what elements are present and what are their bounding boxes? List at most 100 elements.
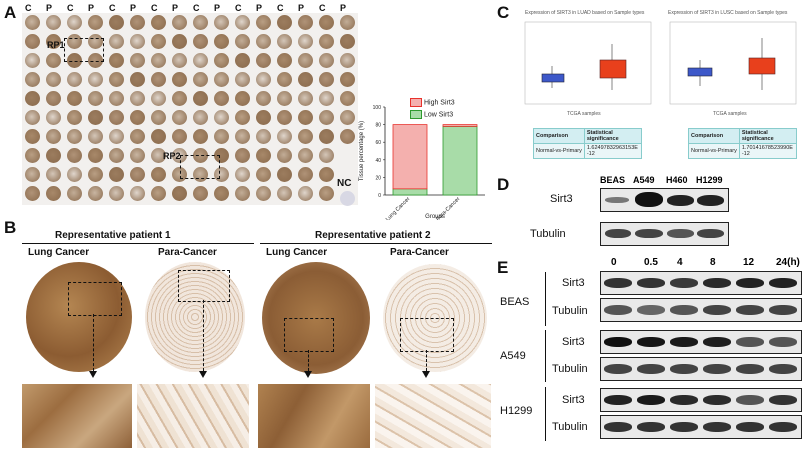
- e-a549-tubulin: Tubulin: [552, 363, 588, 375]
- e-blot-h1299-tubulin: [600, 415, 802, 439]
- d-row-sirt3: Sirt3: [550, 193, 573, 205]
- e-band: [703, 395, 731, 405]
- e-bracket-a549: [545, 330, 546, 382]
- e-blot-h1299-sirt3: [600, 388, 802, 412]
- p2-para-box: [400, 318, 454, 352]
- d-band-tub-4: [697, 229, 724, 238]
- bar-low-0: [392, 188, 428, 196]
- tma-core: [235, 72, 250, 87]
- bar-low-1: [442, 125, 478, 196]
- tma-core: [214, 148, 229, 163]
- tma-core: [172, 72, 187, 87]
- tma-core: [277, 91, 292, 106]
- tma-core: [277, 72, 292, 87]
- tma-core: [277, 34, 292, 49]
- tma-core: [88, 129, 103, 144]
- tma-core: [340, 34, 355, 49]
- tma-core: [151, 167, 166, 182]
- tma-column-label: P: [340, 3, 347, 13]
- e-blot-beas-tubulin: [600, 298, 802, 322]
- tma-core: [151, 148, 166, 163]
- tma-core: [130, 91, 145, 106]
- tma-core: [130, 186, 145, 201]
- tma-core: [25, 186, 40, 201]
- p1-lung-core: [22, 260, 132, 380]
- legend-text-high: High Sirt3: [423, 99, 455, 107]
- y-axis-label: Tissue percentage (%): [359, 121, 365, 181]
- tma-core: [67, 34, 82, 49]
- rp2-label: RP2: [163, 151, 181, 161]
- e-band: [670, 364, 698, 374]
- tma-core: [25, 15, 40, 30]
- legend-low: Low Sirt3: [410, 110, 453, 119]
- tma-core: [340, 110, 355, 125]
- legend-swatch-low: [410, 110, 422, 119]
- c-left-title: Expression of SIRT3 in LUAD based on Sam…: [525, 10, 645, 16]
- tma-core: [88, 186, 103, 201]
- y-tick-label: 100: [373, 105, 382, 111]
- tissue-microarray: [22, 13, 358, 206]
- rp1-box: [64, 38, 104, 62]
- tma-core: [67, 72, 82, 87]
- tma-core: [130, 129, 145, 144]
- tma-core: [25, 34, 40, 49]
- tma-core: [319, 91, 334, 106]
- tma-core: [340, 15, 355, 30]
- tma-core: [256, 167, 271, 182]
- e-band: [670, 395, 698, 405]
- p2-para-arrowhead: [422, 371, 430, 378]
- tma-core: [67, 129, 82, 144]
- c-right-boxplot: [669, 21, 797, 105]
- e-band: [769, 305, 797, 315]
- e-group-beas: BEAS: [500, 296, 530, 308]
- tma-core: [319, 129, 334, 144]
- c-right-td2: 1.70141678523990E-12: [738, 143, 797, 159]
- rp1-label: RP1: [47, 40, 65, 50]
- e-band: [736, 278, 764, 288]
- tma-nc-core: [340, 191, 355, 206]
- e-band: [670, 337, 698, 347]
- tma-core: [130, 15, 145, 30]
- tma-core: [88, 148, 103, 163]
- tma-column-label: C: [67, 3, 74, 13]
- tma-core: [298, 129, 313, 144]
- tma-core: [109, 91, 124, 106]
- tma-core: [193, 15, 208, 30]
- c-right-tumor-box: [748, 57, 776, 75]
- p1-para-box: [178, 270, 230, 302]
- p1-lung-arrowhead: [89, 371, 97, 378]
- x-axis-label: Groups: [425, 214, 445, 220]
- tma-core: [298, 167, 313, 182]
- d-band-sirt3-4: [697, 195, 724, 206]
- tma-core: [151, 186, 166, 201]
- p2-lung-box: [284, 318, 334, 352]
- p1-lung-box: [68, 282, 122, 316]
- tma-core: [277, 15, 292, 30]
- tma-core: [298, 15, 313, 30]
- tma-core: [214, 186, 229, 201]
- e-time-label: 12: [743, 257, 755, 268]
- tma-core: [67, 186, 82, 201]
- e-group-h1299: H1299: [500, 405, 533, 417]
- tma-column-label: P: [172, 3, 179, 13]
- e-band: [703, 278, 731, 288]
- tma-core: [235, 186, 250, 201]
- tma-core: [25, 91, 40, 106]
- tma-core: [46, 148, 61, 163]
- c-left-xlabel: TCGA samples: [567, 111, 601, 117]
- e-band: [604, 305, 632, 315]
- tma-core: [256, 15, 271, 30]
- x-tick-label: Para-Cancer: [435, 196, 461, 220]
- tma-core: [25, 72, 40, 87]
- panel-c-label: C: [497, 3, 510, 22]
- tma-core: [25, 167, 40, 182]
- e-time-label: 24(h): [776, 257, 800, 268]
- e-band: [769, 337, 797, 347]
- patient2-rule: [260, 243, 492, 244]
- tma-core: [298, 186, 313, 201]
- c-right-td1: Normal-vs-Primary: [688, 143, 740, 159]
- tma-core: [109, 129, 124, 144]
- e-time-label: 0: [611, 257, 617, 268]
- tma-core: [340, 53, 355, 68]
- tma-core: [256, 72, 271, 87]
